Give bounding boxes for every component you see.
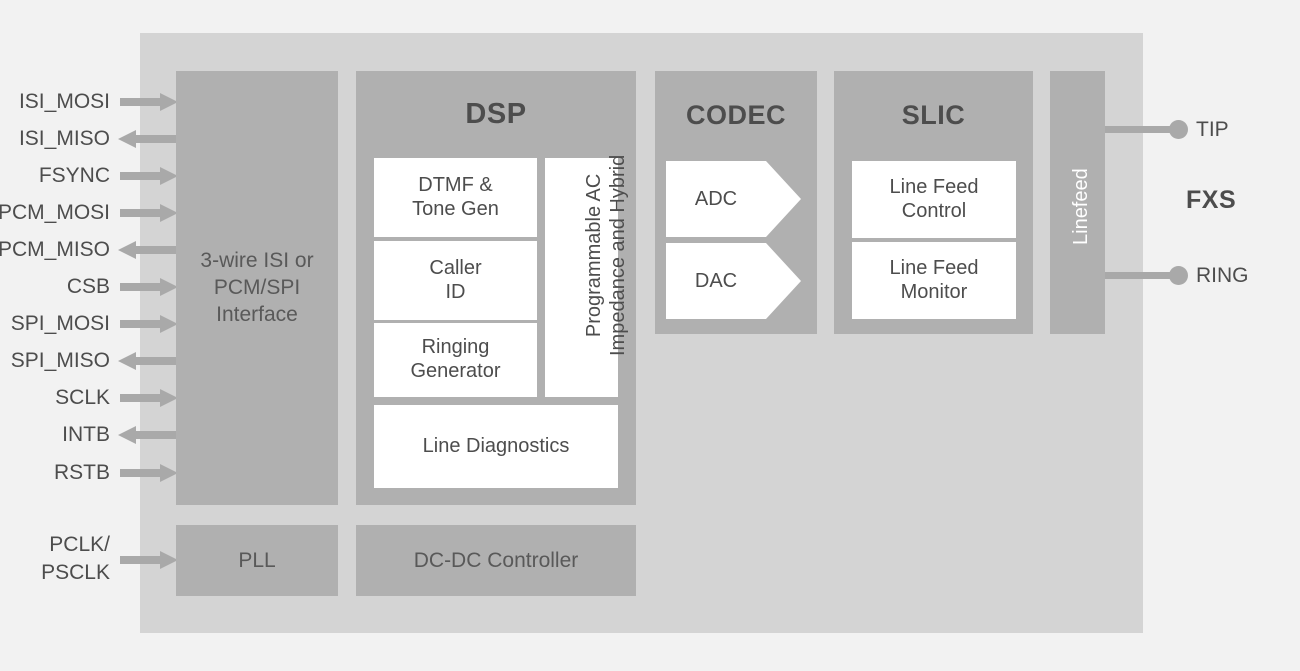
dsp-subblock-programmable-ac-impedance[interactable]: Programmable AC Impedance and Hybrid (545, 155, 629, 397)
dsp-subblock-dtmf-line2: Tone Gen (412, 197, 499, 220)
programmable-ac-impedance-text: Programmable AC Impedance and Hybrid (582, 155, 630, 356)
signal-arrow-pcm-miso (118, 240, 176, 260)
dsp-subblock-ringing-generator[interactable]: Ringing Generator (374, 323, 537, 397)
programmable-ac-line2: Impedance and Hybrid (607, 154, 629, 356)
dsp-subblock-caller-line2: ID (445, 280, 466, 303)
pll-block[interactable] (176, 525, 338, 596)
signal-label-sclk: SCLK (55, 386, 110, 409)
dsp-subblock-ringing-line2: Generator (410, 360, 501, 382)
signal-label-isi-miso: ISI_MISO (18, 127, 110, 150)
signal-arrow-spi-mosi (120, 314, 178, 334)
linefeed-block-label: Linefeed (1070, 168, 1092, 245)
slic-subblock-control-line2: Control (901, 199, 967, 222)
signal-arrow-spi-miso (118, 351, 176, 371)
interface-block-line2: PCM/SPI (213, 276, 301, 300)
codec-subblock-dac[interactable]: DAC (666, 243, 801, 319)
signal-arrow-rstb (120, 463, 178, 483)
signal-label-intb: INTB (62, 423, 110, 446)
signal-label-csb: CSB (66, 275, 110, 298)
signal-arrow-pcm-mosi (120, 203, 178, 223)
codec-block-title: CODEC (685, 100, 786, 130)
dsp-subblock-dtmf-line1: DTMF & (418, 173, 493, 196)
dcdc-controller-block[interactable] (356, 525, 636, 596)
slic-subblock-control-line1: Line Feed (889, 175, 979, 198)
signal-arrow-intb (118, 425, 176, 445)
pin-line-ring (1105, 272, 1181, 279)
dsp-subblock-line-diagnostics-label: Line Diagnostics (422, 434, 570, 457)
slic-subblock-monitor-line2: Monitor (900, 280, 968, 303)
interface-block-line1: 3-wire ISI or (200, 249, 314, 273)
signal-label-pcm-mosi: PCM_MOSI (0, 201, 110, 224)
pin-dot-tip[interactable] (1169, 120, 1188, 139)
signal-arrow-isi-mosi (120, 92, 178, 112)
slic-subblock-line-feed-control[interactable]: Line Feed Control (852, 161, 1016, 238)
interface-type-label: FXS (1186, 186, 1237, 214)
pin-label-tip: TIP (1196, 118, 1229, 141)
signal-arrow-sclk (120, 388, 178, 408)
signal-label-spi-miso: SPI_MISO (10, 349, 110, 372)
pin-dot-ring[interactable] (1169, 266, 1188, 285)
dsp-subblock-caller-id[interactable]: Caller ID (374, 241, 537, 320)
slic-subblock-line-feed-monitor[interactable]: Line Feed Monitor (852, 242, 1016, 319)
signal-label-spi-mosi: SPI_MOSI (10, 312, 110, 335)
programmable-ac-line1: Programmable AC (583, 173, 605, 338)
interface-block[interactable] (176, 71, 338, 505)
signal-arrow-csb (120, 277, 178, 297)
dcdc-controller-block-label: DC-DC Controller (413, 548, 579, 572)
pin-line-tip (1105, 126, 1181, 133)
dsp-subblock-caller-line1: Caller (429, 256, 482, 279)
codec-subblock-adc[interactable]: ADC (666, 161, 801, 237)
linefeed-block[interactable] (1050, 71, 1105, 334)
dsp-block-title: DSP (465, 98, 527, 130)
signal-arrow-fsync (120, 166, 178, 186)
signal-label-rstb: RSTB (53, 461, 110, 484)
pin-label-ring: RING (1196, 264, 1249, 287)
signal-label-pcm-miso: PCM_MISO (0, 238, 110, 261)
pll-block-label: PLL (238, 548, 276, 572)
signal-label-isi-mosi: ISI_MOSI (18, 90, 110, 113)
signal-label-pclk: PCLK/ (49, 533, 110, 556)
codec-subblock-dac-label: DAC (694, 269, 738, 292)
signal-label-fsync: FSYNC (38, 164, 110, 187)
signal-arrow-isi-miso (118, 129, 176, 149)
slic-subblock-monitor-line1: Line Feed (889, 256, 979, 279)
dsp-subblock-ringing-line1: Ringing (421, 336, 490, 359)
signal-label-psclk: PSCLK (41, 561, 110, 584)
signal-arrow-pclk-psclk (120, 550, 178, 570)
dsp-subblock-dtmf-tone-gen[interactable]: DTMF & Tone Gen (374, 158, 537, 237)
interface-block-line3: Interface (216, 303, 298, 327)
slic-block-title: SLIC (901, 100, 966, 130)
codec-subblock-adc-label: ADC (694, 187, 738, 210)
dsp-subblock-line-diagnostics[interactable]: Line Diagnostics (374, 405, 618, 488)
